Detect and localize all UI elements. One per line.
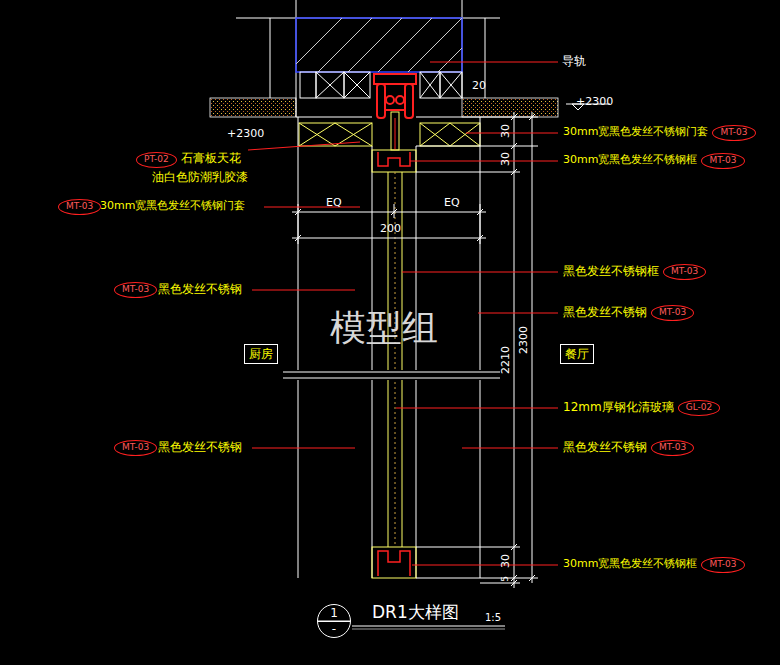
node-text: MT-03 [659,443,686,453]
annotation-text: 黑色发丝不锈钢 [563,441,647,454]
annotation-text: 30mm宽黑色发丝不锈钢门套 [563,126,708,138]
annotation-text: 黑色发丝不锈钢 [158,441,242,454]
node-text: MT-03 [122,285,149,295]
annotation-text: 石膏板天花 [181,152,241,165]
dimension-text: 30 [500,152,512,166]
annotation-text: 导轨 [562,55,586,68]
node-text: GL-02 [686,403,713,413]
node-text: MT-03 [709,156,736,166]
material-tag: GL-02 [678,400,721,416]
node-text: PT-02 [144,155,169,165]
annotation-text: +2300 [227,128,264,140]
dimension-text: 2300 [518,326,530,354]
divider-line [318,621,350,622]
dimension-text: 2210 [500,346,512,374]
dimension-text: 30 [500,554,512,568]
node-text: MT-03 [709,560,736,570]
material-tag: MT-03 [114,282,157,298]
material-tag: MT-03 [701,153,744,169]
annotation-text: +2300 [576,96,613,108]
annotation-text: 30mm宽黑色发丝不锈钢框 [563,558,697,570]
annotation-text: 黑色发丝不锈钢 [158,283,242,296]
annotation-text: 200 [380,223,401,235]
room-label-box: 餐厅 [560,344,594,364]
annotation-text: 12mm厚钢化清玻璃 [563,401,674,414]
annotation-text: 20 [472,80,486,92]
annotation-text: 油白色防潮乳胶漆 [152,171,248,184]
material-tag: PT-02 [136,152,177,168]
node-text: MT-03 [122,443,149,453]
annotation-text: EQ [444,197,460,209]
dimension-text: 5 [501,576,511,582]
annotation-text: 30mm宽黑色发丝不锈钢门套 [100,200,245,212]
annotation-text: 黑色发丝不锈钢框 [563,265,659,278]
material-tag: MT-03 [114,440,157,456]
material-tag: MT-03 [58,199,101,215]
dimension-text: 30 [500,124,512,138]
annotation-text: EQ [326,197,342,209]
material-tag: MT-03 [663,264,706,280]
material-tag: MT-03 [712,125,755,141]
node-text: MT-03 [66,202,93,212]
annotation-text: 30mm宽黑色发丝不锈钢框 [563,154,697,166]
drawing-title: DR1大样图 [372,603,459,622]
material-tag: MT-03 [651,440,694,456]
node-text: 1 [318,605,350,621]
annotation-text: 1:5 [485,612,501,623]
node-text: 厨房 [249,347,273,361]
node-text: - [318,621,350,637]
node-text: MT-03 [659,308,686,318]
material-tag: MT-03 [651,305,694,321]
node-text: 餐厅 [565,347,589,361]
node-text: MT-03 [671,267,698,277]
detail-number-circle: 1- [317,604,351,638]
watermark: 模型组 [330,308,438,348]
annotation-text: 黑色发丝不锈钢 [563,306,647,319]
room-label-box: 厨房 [244,344,278,364]
node-text: MT-03 [720,128,747,138]
material-tag: MT-03 [701,557,744,573]
